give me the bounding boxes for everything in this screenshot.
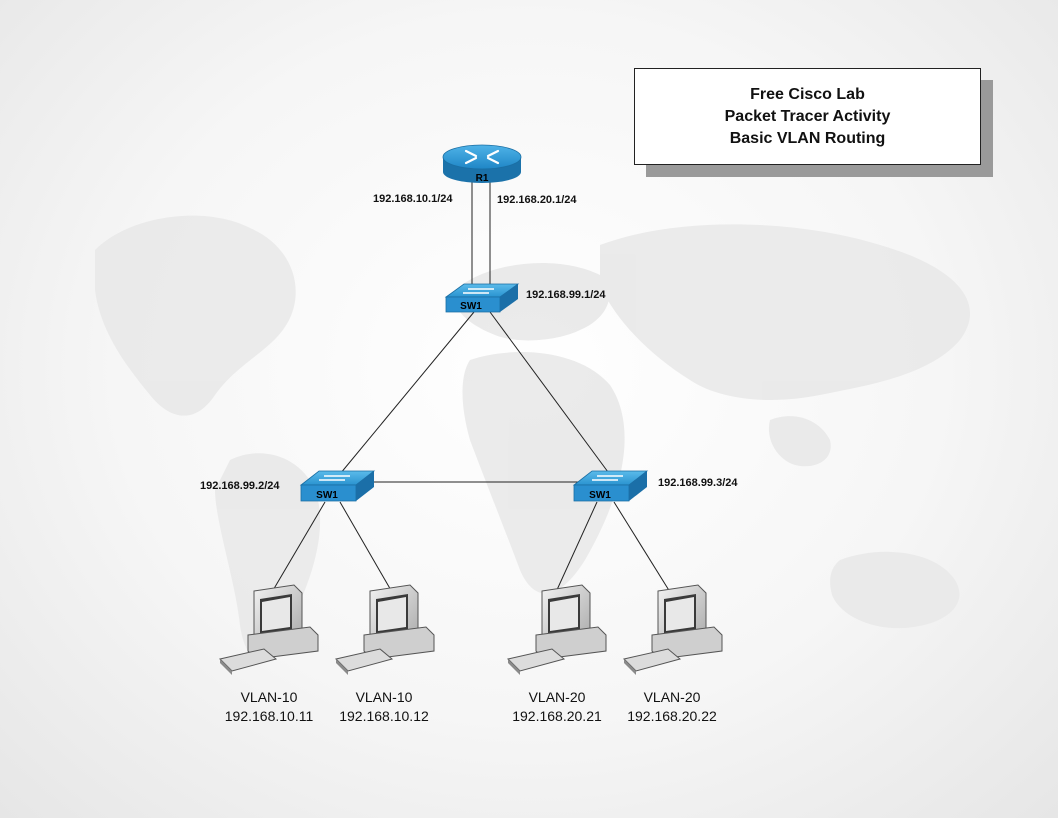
link-core-right bbox=[489, 311, 609, 473]
pc-1-ip: 192.168.10.11 bbox=[225, 708, 314, 724]
pc-3[interactable] bbox=[507, 584, 607, 675]
title-line-2: Packet Tracer Activity bbox=[724, 107, 891, 125]
title-line-1: Free Cisco Lab bbox=[750, 85, 865, 103]
pc-2[interactable] bbox=[335, 584, 435, 675]
computer-icon bbox=[623, 584, 723, 675]
switch-core-label: SW1 bbox=[460, 301, 482, 312]
pc-4-vlan: VLAN-20 bbox=[644, 689, 701, 705]
link-left-pc2 bbox=[339, 501, 393, 593]
router-r1[interactable]: R1 bbox=[442, 144, 522, 184]
r1-right-interface-ip: 192.168.20.1/24 bbox=[497, 194, 577, 206]
router-arrows-icon bbox=[464, 149, 500, 165]
link-core-left bbox=[339, 311, 475, 475]
r1-left-interface-ip: 192.168.10.1/24 bbox=[373, 193, 453, 205]
link-left-pc1 bbox=[271, 501, 326, 593]
switch-right[interactable]: SW1 bbox=[572, 470, 649, 502]
pc-2-vlan: VLAN-10 bbox=[356, 689, 413, 705]
switch-right-label: SW1 bbox=[589, 490, 611, 501]
sw-right-ip: 192.168.99.3/24 bbox=[658, 477, 738, 489]
link-right-pc3 bbox=[555, 501, 598, 593]
pc-4-ip: 192.168.20.22 bbox=[627, 708, 717, 724]
switch-arrows-icon bbox=[463, 288, 494, 294]
pc-1-vlan: VLAN-10 bbox=[241, 689, 298, 705]
switch-core[interactable]: SW1 bbox=[444, 283, 520, 313]
switch-left-label: SW1 bbox=[316, 490, 338, 501]
computer-icon bbox=[219, 584, 319, 675]
switch-left[interactable]: SW1 bbox=[299, 470, 376, 502]
title-box: Free Cisco Lab Packet Tracer Activity Ba… bbox=[634, 68, 981, 165]
switch-arrows-icon bbox=[319, 475, 350, 481]
pc-2-ip: 192.168.10.12 bbox=[339, 708, 429, 724]
router-label: R1 bbox=[476, 173, 489, 184]
pc-4[interactable] bbox=[623, 584, 723, 675]
pc-1[interactable] bbox=[219, 584, 319, 675]
computer-icon bbox=[507, 584, 607, 675]
sw-core-ip: 192.168.99.1/24 bbox=[526, 289, 606, 301]
links bbox=[271, 178, 671, 593]
pc-3-vlan: VLAN-20 bbox=[529, 689, 586, 705]
link-right-pc4 bbox=[613, 501, 671, 593]
world-map-background bbox=[95, 215, 971, 658]
title-line-3: Basic VLAN Routing bbox=[729, 129, 886, 147]
sw-left-ip: 192.168.99.2/24 bbox=[200, 480, 280, 492]
pc-3-ip: 192.168.20.21 bbox=[512, 708, 602, 724]
switch-arrows-icon bbox=[592, 475, 623, 481]
computer-icon bbox=[335, 584, 435, 675]
